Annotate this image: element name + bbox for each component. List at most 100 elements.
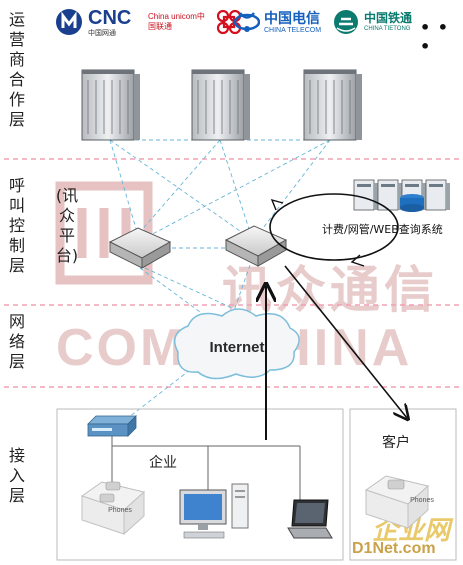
- layer-platform-char: 众: [58, 206, 75, 225]
- laptop-screen: [295, 503, 325, 523]
- internet-label: Internet: [209, 339, 264, 356]
- server-rack-1: [81, 69, 140, 141]
- phone-handset: [99, 493, 115, 503]
- billing-server-b-panel: [381, 184, 395, 187]
- telecom-subname: CHINA TELECOM: [264, 26, 322, 34]
- telecom-emblem-icon: [234, 12, 260, 32]
- customer-handset: [387, 479, 405, 490]
- link-switch1-cloud-right: [144, 267, 281, 331]
- customer-phones-label: Phones: [410, 497, 434, 504]
- desktop-tower-drive: [235, 490, 245, 492]
- billing-server-a-panel: [357, 184, 371, 187]
- layer-operator-char: 运: [8, 10, 25, 29]
- gateway-device-side: [127, 415, 137, 437]
- server-rack-3-body: [303, 69, 357, 141]
- layer-label-call-control: 呼 叫 控 制 层: [4, 176, 30, 276]
- database-body: [400, 198, 424, 208]
- link-rack2-switch2: [219, 139, 251, 233]
- billing-server-c-panel: [405, 184, 419, 187]
- link-rack3-switch1: [144, 139, 331, 239]
- layer-platform-char: 平: [58, 226, 75, 245]
- billing-server-a-side: [374, 183, 378, 210]
- server-rack-1-top: [82, 70, 134, 74]
- layer-operator-char: 营: [8, 30, 25, 49]
- laptop-keyboard: [287, 527, 333, 539]
- billing-loop: [269, 193, 399, 267]
- layer-label-access: 接 入 层: [4, 446, 30, 506]
- layer-network-char: 络: [8, 332, 25, 351]
- link-internet-gateway: [119, 369, 191, 425]
- layer-access-char: 接: [8, 446, 25, 465]
- billing-server-b-side: [398, 183, 402, 210]
- server-rack-3: [303, 69, 362, 141]
- layer-operator-char: 合: [8, 70, 25, 89]
- link-rack2-switch1: [139, 139, 221, 233]
- billing-loop-arrow-top: [270, 198, 284, 211]
- layer-operator-char: 层: [8, 110, 25, 129]
- layer-access-char: 层: [8, 486, 25, 505]
- billing-loop-arrow-bottom: [350, 254, 365, 267]
- server-rack-2-side: [244, 74, 250, 140]
- desktop-computer: [179, 483, 249, 539]
- unicom-name: China unicom中国联通: [148, 12, 205, 31]
- billing-server-d-panel: [429, 184, 443, 187]
- desktop-keyboard: [183, 531, 225, 539]
- layer-call-char: 呼: [8, 176, 25, 195]
- billing-server-c-side: [422, 183, 426, 210]
- laptop-computer: [287, 499, 333, 539]
- desktop-monitor-screen: [184, 494, 222, 520]
- desktop-monitor-stand: [198, 524, 208, 530]
- desktop-tower-drive: [235, 496, 245, 498]
- layer-label-call-platform: (讯 众 平 台): [54, 186, 80, 266]
- layer-label-network: 网 络 层: [4, 312, 30, 372]
- phone-handset: [105, 481, 121, 491]
- cnc-logo: CNC 中国网通: [54, 4, 131, 40]
- billing-server-cluster: [353, 179, 450, 212]
- layer-dividers: [4, 158, 460, 388]
- internet-cloud-shape: [173, 308, 300, 380]
- cnc-subname: 中国网通: [88, 29, 116, 37]
- layer-call-char: 层: [8, 256, 25, 275]
- billing-server-d: [425, 179, 450, 211]
- billing-server-a: [353, 179, 378, 211]
- customer-phones-front: [407, 484, 429, 530]
- layer-platform-char: (讯: [55, 186, 79, 205]
- tietong-logo: 中国铁通 CHINA TIETONG: [332, 4, 412, 40]
- call-switch-1-right: [141, 241, 171, 269]
- layer-call-char: 制: [8, 236, 25, 255]
- server-rack-3-top: [304, 70, 356, 74]
- link-rack1-switch2: [109, 139, 251, 239]
- more-operators-ellipsis: • • •: [420, 18, 450, 56]
- internet-cloud: Internet: [173, 308, 300, 380]
- database-bottom: [400, 204, 424, 212]
- link-rack1-switch1: [109, 139, 138, 233]
- billing-loop-ring: [269, 193, 399, 261]
- gateway-device-led: [92, 428, 112, 431]
- enterprise-phones: Phones: [80, 481, 146, 536]
- call-switch-2-right: [257, 239, 287, 267]
- enterprise-links: [111, 436, 301, 500]
- call-switch-1: [108, 227, 172, 269]
- customer-zone-title: 客户: [382, 435, 410, 451]
- server-rack-1-side: [134, 74, 140, 140]
- layer-call-char: 叫: [8, 196, 25, 215]
- enterprise-zone-title: 企业: [149, 455, 177, 471]
- server-rack-3-side: [356, 74, 362, 140]
- interconnect-links: [109, 139, 331, 425]
- cnc-emblem-icon: [56, 9, 82, 35]
- tietong-name: 中国铁通: [364, 11, 413, 25]
- call-switch-2: [224, 225, 288, 267]
- telecom-name: 中国电信: [264, 9, 320, 26]
- telecom-logo: 中国电信 CHINA TELECOM: [234, 4, 321, 40]
- cnc-name: CNC: [88, 6, 132, 29]
- layer-operator-char: 作: [8, 90, 25, 109]
- enterprise-zone-box: [56, 408, 344, 561]
- layer-access-char: 入: [8, 466, 25, 485]
- tietong-subname: CHINA TIETONG: [364, 26, 411, 32]
- enterprise-phones-label: Phones: [108, 507, 132, 514]
- server-rack-2: [191, 69, 250, 141]
- enterprise-phones-front: [123, 490, 145, 536]
- server-rack-1-body: [81, 69, 135, 141]
